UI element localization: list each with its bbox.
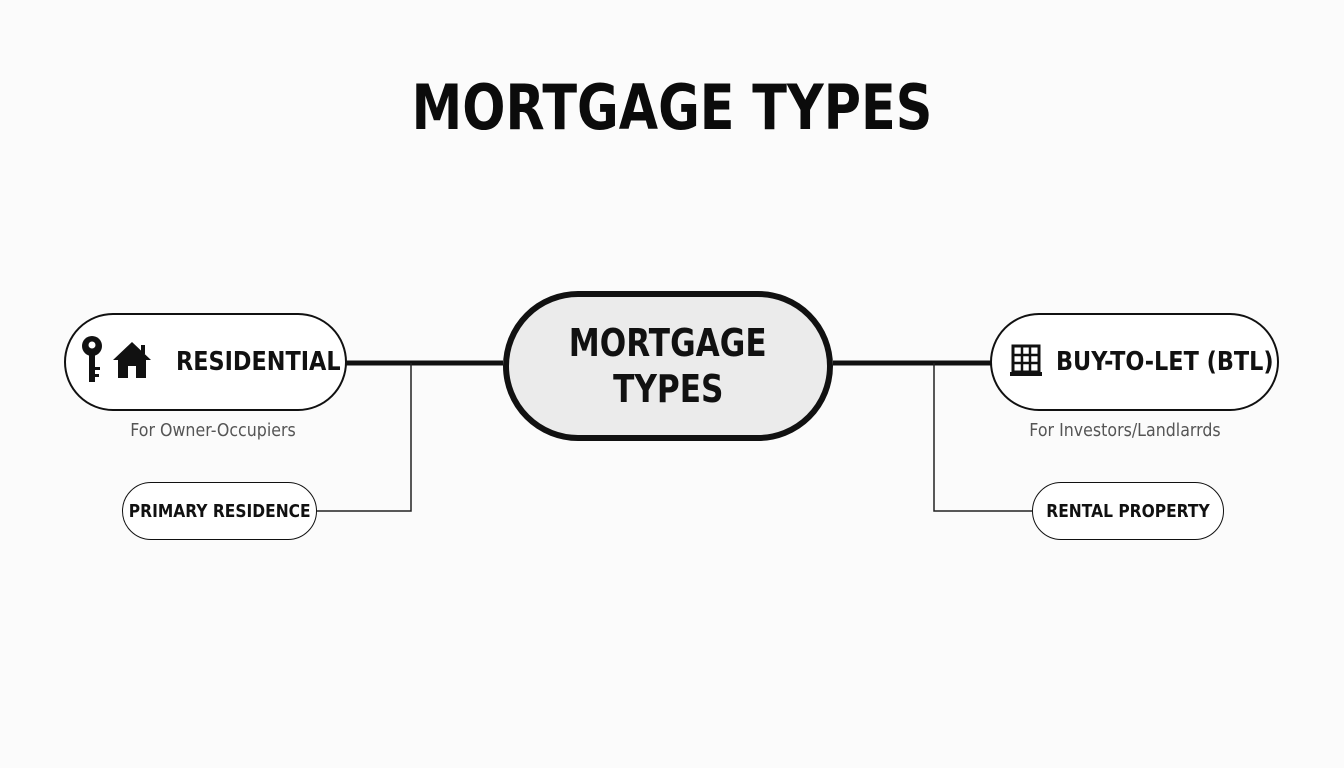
connector-right-branch — [933, 363, 1032, 512]
center-node: MORTGAGE TYPES — [503, 291, 833, 441]
primary-residence-label: PRIMARY RESIDENCE — [128, 500, 311, 522]
connector-left-branch — [317, 363, 412, 512]
primary-residence-node: PRIMARY RESIDENCE — [122, 482, 317, 540]
buy-to-let-caption: For Investors/Landlarrds — [1029, 420, 1221, 441]
house-icon — [110, 338, 154, 386]
rental-property-label: RENTAL PROPERTY — [1046, 500, 1210, 522]
building-icon — [1010, 343, 1042, 381]
rental-property-node: RENTAL PROPERTY — [1032, 482, 1224, 540]
buy-to-let-label: BUY-TO-LET (BTL) — [1056, 347, 1274, 377]
residential-label: RESIDENTIAL — [176, 347, 341, 377]
key-icon — [80, 335, 106, 389]
page-title: MORTGAGE TYPES — [411, 71, 933, 144]
center-node-line-2: TYPES — [612, 367, 724, 411]
residential-caption: For Owner-Occupiers — [130, 420, 296, 441]
buy-to-let-node: BUY-TO-LET (BTL) — [990, 313, 1279, 411]
center-node-line-1: MORTGAGE — [569, 321, 767, 365]
residential-node: RESIDENTIAL — [64, 313, 347, 411]
